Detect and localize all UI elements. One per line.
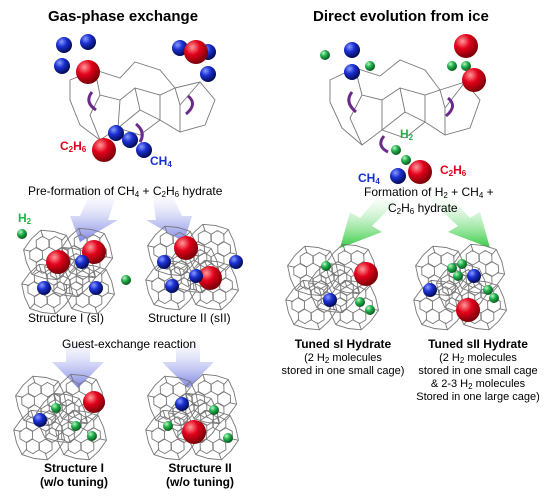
top-left-c2h6-molecule <box>184 40 208 64</box>
top-right-h2-molecule <box>365 61 375 71</box>
tuned-sII-h2-molecule <box>483 285 493 295</box>
final-sII-h2-molecule <box>163 421 173 431</box>
cluster-tuned-sI-cage-3 <box>285 279 338 331</box>
arrow-exchange-sI <box>52 336 104 388</box>
tuned-sI-c2h6-molecule <box>354 262 378 286</box>
tuned-sI-h2-molecule <box>355 297 365 307</box>
top-left-ch4-molecule <box>122 132 138 148</box>
cluster-final-sI-cage-3 <box>13 409 66 461</box>
sI-c2h6-molecule <box>82 240 106 264</box>
tuned-sI-ch4-molecule <box>323 293 337 307</box>
top-right-ch4-molecule <box>390 168 406 184</box>
arrow-exchange-sII <box>162 336 214 388</box>
label-c2h6-right: C2H6 <box>440 163 467 178</box>
final-sII-c2h6-molecule <box>182 420 206 444</box>
label-structure-sI: Structure I (sI) <box>28 311 105 325</box>
top-left-ch4-molecule <box>54 58 70 74</box>
cluster-final-sI-cage-1 <box>15 375 68 427</box>
final-sI-c2h6-molecule <box>83 391 105 413</box>
tuned-sI-h2-molecule <box>365 305 375 315</box>
label-tuned-sI: Tuned sI Hydrate (2 H2 molecules stored … <box>281 337 405 377</box>
top-right-c2h6-molecule <box>454 34 478 58</box>
tuned-sI-h2-molecule <box>321 261 331 271</box>
sII-c2h6-molecule <box>174 236 198 260</box>
final-sII-h2-molecule <box>223 433 233 443</box>
label-h2-right: H2 <box>400 127 414 142</box>
sII-c2h6-molecule <box>198 266 222 290</box>
label-final-sII: Structure II(w/o tuning) <box>166 461 234 489</box>
heading-gas-phase-exchange: Gas-phase exchange <box>48 8 199 25</box>
label-tuned-sII: Tuned sII Hydrate (2 H2 molecules stored… <box>416 337 540 403</box>
sI-ch4-molecule <box>89 281 103 295</box>
label-h2-left: H2 <box>18 211 32 226</box>
tuned-sII-h2-molecule <box>447 263 457 273</box>
ice-framework-right <box>329 59 481 146</box>
heading-direct-evolution: Direct evolution from ice <box>313 8 489 25</box>
step-formation-line1: Formation of H2 + CH4 + <box>364 185 494 200</box>
tuned-sII-h2-molecule <box>453 271 463 281</box>
sII-ch4-molecule <box>165 279 179 293</box>
curl-arrows-right <box>347 91 454 154</box>
top-left-ch4-molecule <box>80 34 96 50</box>
final-sII-h2-molecule <box>209 405 219 415</box>
top-right-ch4-molecule <box>344 42 360 58</box>
step-guest-exchange: Guest-exchange reaction <box>62 337 197 351</box>
tuned-sII-h2-molecule <box>457 259 467 269</box>
top-left-c2h6-molecule <box>76 60 100 84</box>
sI-ch4-molecule <box>75 255 89 269</box>
top-right-h2-molecule <box>461 61 471 71</box>
arrow-to-tuned-sI <box>340 192 398 248</box>
top-left-c2h6-molecule <box>92 138 116 162</box>
top-left-ch4-molecule <box>200 66 216 82</box>
tuned-sII-c2h6-molecule <box>456 298 480 322</box>
arrow-to-sII <box>146 190 192 242</box>
label-structure-sII: Structure II (sII) <box>148 311 231 325</box>
cluster-tuned-sI-cage-1 <box>287 245 340 297</box>
sI-h2-molecule <box>121 275 131 285</box>
top-right-c2h6-molecule <box>408 160 432 184</box>
cluster-final-sII-cage-1 <box>147 375 200 427</box>
sII-ch4-molecule <box>229 255 243 269</box>
step-preformation: Pre-formation of CH4 + C2H6 hydrate <box>28 184 223 199</box>
sI-ch4-molecule <box>37 281 51 295</box>
label-ch4-left: CH4 <box>150 154 172 169</box>
label-c2h6-left: C2H6 <box>60 139 87 154</box>
ice-framework-left <box>69 61 216 141</box>
final-sI-h2-molecule <box>71 421 81 431</box>
sII-ch4-molecule <box>189 269 203 283</box>
label-ch4-right: CH4 <box>358 171 380 186</box>
step-formation-line2: C2H6 hydrate <box>388 201 458 216</box>
top-right-h2-molecule <box>401 155 411 165</box>
label-final-sI: Structure I(w/o tuning) <box>40 461 108 489</box>
top-right-h2-molecule <box>391 145 401 155</box>
tuned-sII-ch4-molecule <box>423 283 437 297</box>
final-sI-ch4-molecule <box>33 413 47 427</box>
sII-ch4-molecule <box>157 255 171 269</box>
tuned-sII-h2-molecule <box>489 293 499 303</box>
curl-arrows-left <box>87 91 194 143</box>
top-right-h2-molecule <box>320 50 330 60</box>
top-right-ch4-molecule <box>344 64 360 80</box>
sI-c2h6-molecule <box>46 250 70 274</box>
final-sI-h2-molecule <box>87 431 97 441</box>
top-right-h2-molecule <box>447 61 457 71</box>
sI-h2-molecule <box>17 229 27 239</box>
top-right-c2h6-molecule <box>462 68 486 92</box>
final-sII-ch4-molecule <box>175 397 189 411</box>
top-left-ch4-molecule <box>108 125 124 141</box>
final-sI-h2-molecule <box>51 403 61 413</box>
cluster-sI-cage-3 <box>21 263 74 315</box>
tuned-sII-ch4-molecule <box>467 269 481 283</box>
arrow-to-tuned-sII <box>430 192 490 248</box>
molecules <box>17 34 499 444</box>
top-left-ch4-molecule <box>136 142 152 158</box>
top-left-ch4-molecule <box>56 37 72 53</box>
